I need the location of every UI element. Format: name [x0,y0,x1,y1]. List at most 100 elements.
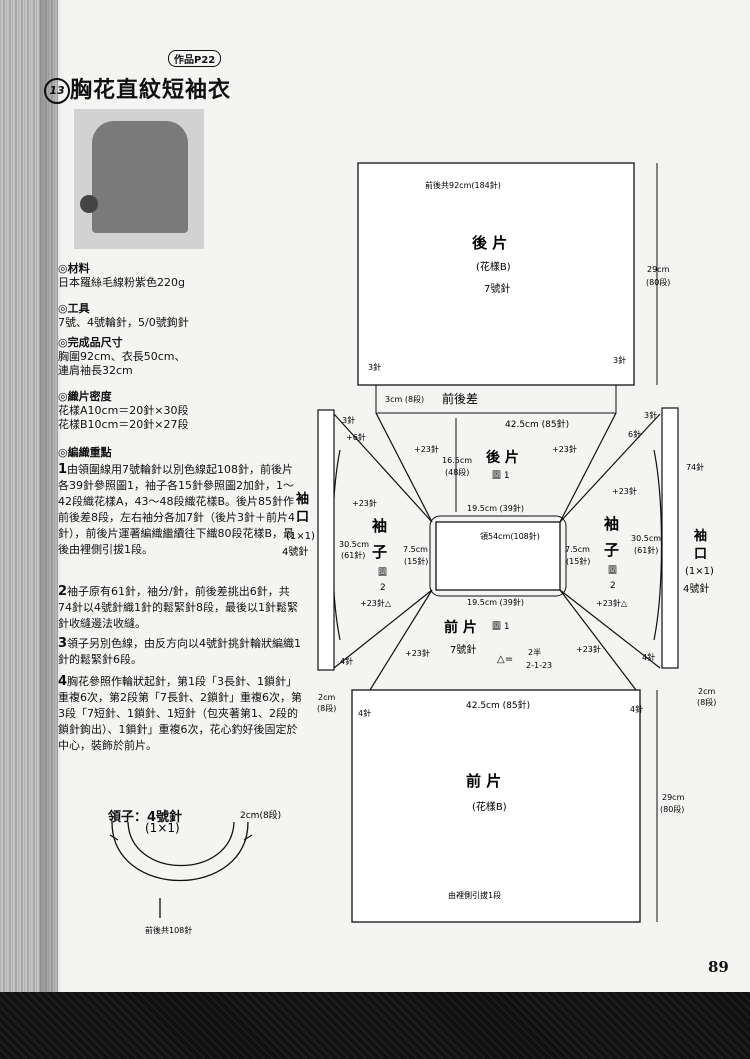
left-sleeve-length: 30.5cm [339,540,369,549]
front-rows: (80段) [660,804,684,814]
inc-label: +23針△ [596,598,628,608]
right-cuff-height: 2cm [698,687,715,696]
section-heading: ◎織片密度 [58,390,112,403]
right-cuff-rect [661,407,679,669]
formula-a: 2半 [528,647,541,657]
front-left-st: 4針 [358,708,371,718]
stitches-74: 74針 [686,462,704,472]
step-number: 2 [58,584,68,599]
front-right-st: 4針 [630,704,643,714]
back-height: 29cm [647,265,670,274]
step-number: 4 [58,674,68,689]
scan-bottom-band [0,992,750,1059]
materials-section: ◎材料 日本羅絲毛線粉紫色220g [58,262,185,290]
right-sleeve-length: 30.5cm [631,534,661,543]
book-spine-gradient [40,0,62,1059]
formula-b: 2-1-23 [526,661,552,670]
left-cuff-height: 2cm [318,693,335,702]
diff-cm: 3cm (8段) [385,394,424,404]
step-number: 1 [58,462,68,477]
step-text: 領子另別色線，由反方向以4號針挑針輪狀編織1針的鬆緊針6段。 [58,637,302,666]
yoke-fig1a: 圖 1 [492,470,510,481]
size-section: ◎完成品尺寸 胸圍92cm、衣長50cm、 連肩袖長32cm [58,336,186,378]
yoke-back-title: 後 片 [486,449,519,466]
right-sleeve-char1: 袖 [604,515,619,533]
section-heading: ◎編織重點 [58,446,112,459]
left-sleeve-fig: 圖 [378,567,387,578]
collar-stitches: 前後共108針 [145,925,192,935]
section-line: 胸圍92cm、衣長50cm、 [58,350,186,363]
right-cuff-char1: 袖 [694,528,707,544]
back-rows: (80段) [646,277,670,287]
formula-symbol: △= [497,654,513,665]
section-line: 日本羅絲毛線粉紫色220g [58,276,185,289]
sweater-image [92,121,188,233]
left-sleeve-char2: 子 [372,543,387,561]
left-sleeve-st: (61針) [341,550,365,560]
left-cuff-char1: 袖 [296,491,309,507]
page-title: 胸花直紋短袖衣 [70,78,232,103]
back-needle: 7號針 [484,282,510,295]
work-page-tag: 作品P22 [168,50,222,67]
back-pattern: (花樣B) [476,260,511,273]
neck-outline [429,515,567,597]
section-line: 花樣A10cm＝20針×30段 [58,404,189,417]
inc-label: +23針△ [360,598,392,608]
front-width: 42.5cm (85針) [466,699,530,711]
instruction-4: 4胸花參照作輪狀起針，第1段「3長針、1鎖針」重複6次，第2段第「7長針、2鎖針… [58,674,302,754]
yoke-height: 16.5cm [442,456,472,465]
front-height: 29cm [662,793,685,802]
pattern-number-badge: 13 [44,78,70,104]
side-left-st: (15針) [404,556,428,566]
neck-top-measure: 19.5cm (39針) [467,503,524,513]
yoke-outline [331,412,663,691]
left-cuff-rib: (1×1) [286,531,315,542]
neck-opening-rect [435,521,561,591]
left-cuff-rect [317,409,335,671]
corsage-image [80,195,98,213]
diff-label: 前後差 [442,391,478,406]
collar-rib: (1×1) [145,821,180,835]
side-right: 7.5cm [565,545,590,554]
page-number: 89 [708,958,729,976]
yoke-needle: 7號針 [450,643,476,656]
right-cuff-rows: (8段) [697,697,716,707]
back-title: 後 片 [471,234,507,252]
step-text: 由領圍線用7號輪針以別色線起108針，前後片各39針參照圖1，袖子各15針參照圖… [58,463,295,556]
right-sleeve-fig: 圖 [608,565,617,576]
section-heading: ◎完成品尺寸 [58,336,123,349]
gauge-section: ◎織片密度 花樣A10cm＝20針×30段 花樣B10cm＝20針×27段 [58,390,189,432]
instruction-1: 1由領圍線用7號輪針以別色線起108針，前後片各39針參照圖1，袖子各15針參照… [58,462,302,558]
left-sleeve-char1: 袖 [372,517,387,535]
inc-label: +23針 [612,486,637,496]
section-line: 連肩袖長32cm [58,364,133,377]
right-cuff-needle: 4號針 [683,582,709,595]
inc-label: +23針 [414,444,439,454]
yoke-rows: (48段) [445,467,469,477]
step-text: 袖子原有61針，袖分/針，前後差挑出6針，共74針以4號針織1針的鬆緊針8段，最… [58,585,298,630]
right-cuff-rib: (1×1) [685,566,714,577]
right-sleeve-fig-num: 2 [610,581,616,591]
side-right-st: (15針) [566,556,590,566]
right-sleeve-char2: 子 [604,541,619,559]
six-right: 6針 [628,429,641,439]
section-heading: ◎工具 [58,302,90,315]
front-title: 前 片 [466,772,501,790]
neck-ring: 領54cm(108針) [480,531,540,541]
right-sleeve-st: (61針) [634,545,658,555]
section-line: 7號、4號輪針，5/0號鉤針 [58,316,189,329]
yoke-front-title: 前 片 [444,619,477,636]
left-cuff-char2: 口 [296,510,309,525]
left-sleeve-fig-num: 2 [380,583,386,593]
sweater-photo [74,109,204,249]
section-heading: ◎材料 [58,262,90,275]
back-width: 42.5cm (85針) [505,418,569,430]
back-left-st: 3針 [368,362,381,372]
collar-drawing [109,821,253,918]
instruction-2: 2袖子原有61針，袖分/針，前後差挑出6針，共74針以4號針織1針的鬆緊針8段，… [58,584,302,632]
inc-label: +23針 [552,444,577,454]
inc-label: +23針 [576,644,601,654]
section-line: 花樣B10cm＝20針×27段 [58,418,189,431]
side-left: 7.5cm [403,545,428,554]
